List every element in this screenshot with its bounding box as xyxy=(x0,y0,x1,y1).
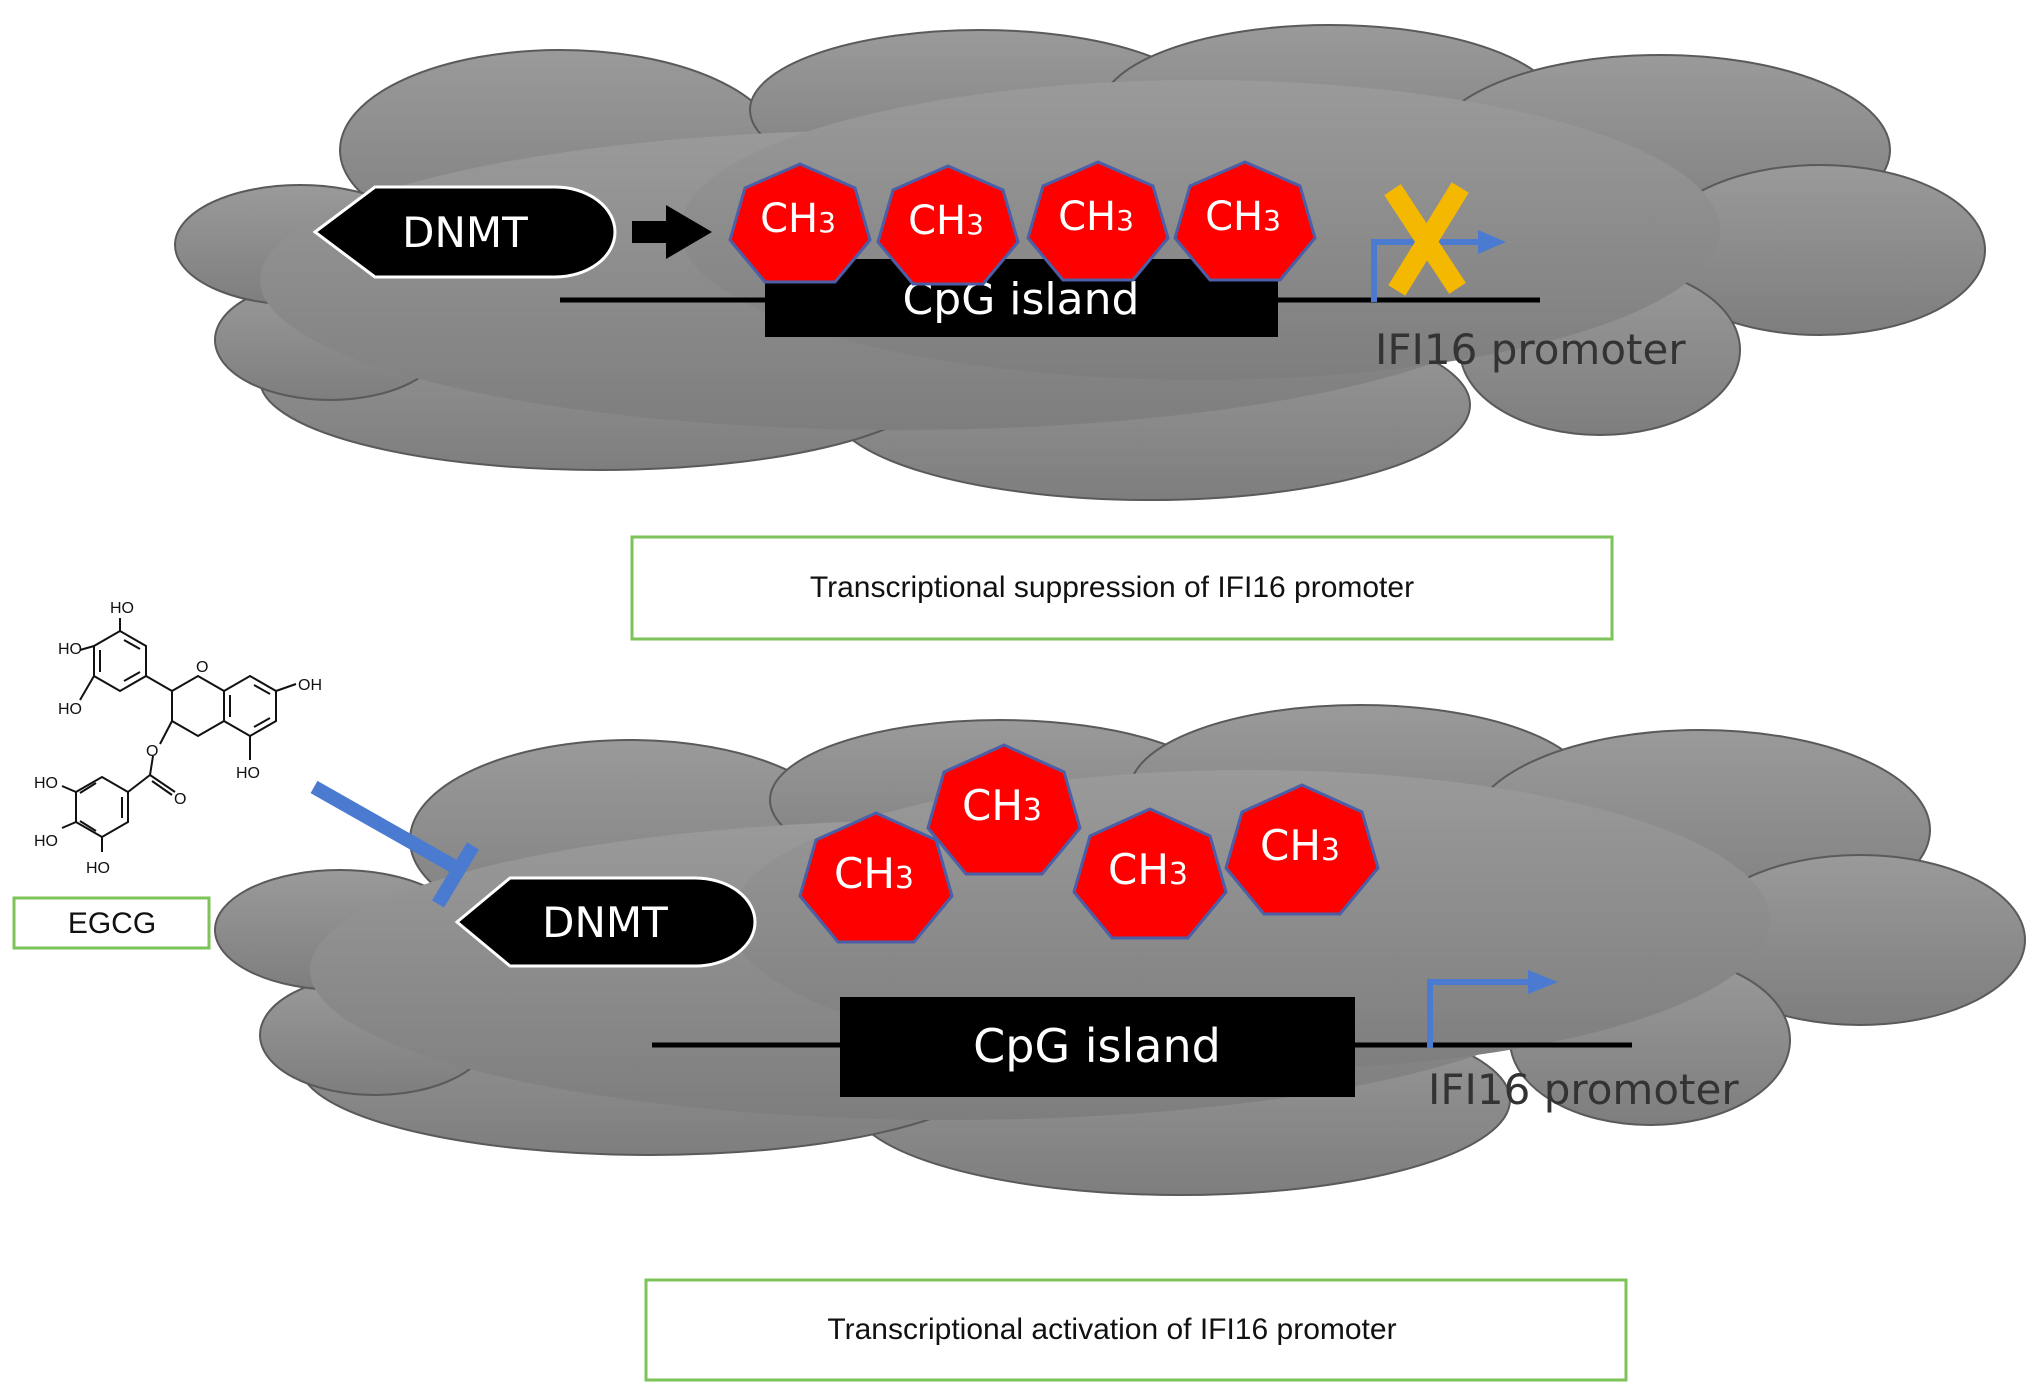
top-panel: DNMT CpG island CH3 CH3 xyxy=(174,24,1986,641)
top-methyl-groups: CH3 CH3 CH3 CH3 xyxy=(728,160,1317,286)
x-block-icon xyxy=(1384,182,1469,296)
bottom-methyl-groups: CH3 CH3 CH3 CH3 xyxy=(798,743,1380,944)
atom-label: HO xyxy=(58,641,82,658)
top-cpg-island xyxy=(765,259,1278,337)
methyl-group: CH3 xyxy=(798,811,954,944)
top-promoter-label: IFI16 promoter xyxy=(1375,325,1686,374)
galloyl-ring xyxy=(75,775,129,839)
egcg-label: EGCG xyxy=(68,907,156,940)
top-dnmt-label: DNMT xyxy=(402,208,528,257)
bottom-promoter-label: IFI16 promoter xyxy=(1428,1065,1739,1114)
svg-text:CH3: CH3 xyxy=(962,781,1042,830)
methyl-group: CH3 xyxy=(728,162,872,284)
top-action-arrow xyxy=(632,205,712,259)
atom-label: HO xyxy=(110,600,134,617)
bottom-caption-text: Transcriptional activation of IFI16 prom… xyxy=(827,1313,1396,1346)
svg-text:CH3: CH3 xyxy=(908,198,984,244)
svg-text:CH3: CH3 xyxy=(1205,194,1281,240)
c-ring xyxy=(171,674,225,738)
bottom-cpg-label: CpG island xyxy=(973,1019,1221,1073)
methyl-group: CH3 xyxy=(1026,160,1170,282)
atom-label: HO xyxy=(34,833,58,850)
methyl-group: CH3 xyxy=(1224,783,1380,916)
atom-label: O xyxy=(196,659,208,676)
methyl-group: CH3 xyxy=(926,743,1082,876)
egcg-molecule xyxy=(61,618,297,852)
bottom-dnmt-enzyme: DNMT xyxy=(454,876,757,968)
methyl-group: CH3 xyxy=(1173,160,1317,282)
atom-label: OH xyxy=(298,677,322,694)
atom-label: HO xyxy=(86,860,110,877)
egcg-inhibition-line xyxy=(310,780,479,908)
bottom-cpg-island xyxy=(840,997,1355,1097)
methyl-group: CH3 xyxy=(876,164,1020,286)
atom-label: O xyxy=(146,743,158,760)
svg-text:CH3: CH3 xyxy=(1108,845,1188,894)
svg-text:CH3: CH3 xyxy=(1260,821,1340,870)
atom-label: HO xyxy=(58,701,82,718)
svg-text:CH3: CH3 xyxy=(1058,194,1134,240)
bottom-cloud xyxy=(214,704,2026,1196)
bottom-dnmt-label: DNMT xyxy=(542,898,668,947)
bottom-promoter-arrow xyxy=(1427,970,1558,1048)
a-ring xyxy=(223,674,277,738)
b-ring xyxy=(93,629,147,693)
atom-label: HO xyxy=(34,775,58,792)
svg-text:CH3: CH3 xyxy=(834,849,914,898)
egcg-label-box xyxy=(12,896,211,950)
top-caption-text: Transcriptional suppression of IFI16 pro… xyxy=(810,571,1414,604)
atom-label: O xyxy=(174,791,186,808)
atom-label: HO xyxy=(236,765,260,782)
top-promoter-arrow xyxy=(1371,230,1506,302)
top-dnmt-enzyme: DNMT xyxy=(312,185,617,279)
svg-text:CH3: CH3 xyxy=(760,196,836,242)
bottom-panel: DNMT CH3 CH3 CH3 xyxy=(214,704,2026,1382)
egcg-atom-labels: HO HO HO O OH O HO HO HO O HO xyxy=(34,600,322,877)
bottom-caption-box xyxy=(644,1278,1628,1382)
top-caption-box xyxy=(630,535,1614,641)
methyl-group: CH3 xyxy=(1072,807,1228,940)
